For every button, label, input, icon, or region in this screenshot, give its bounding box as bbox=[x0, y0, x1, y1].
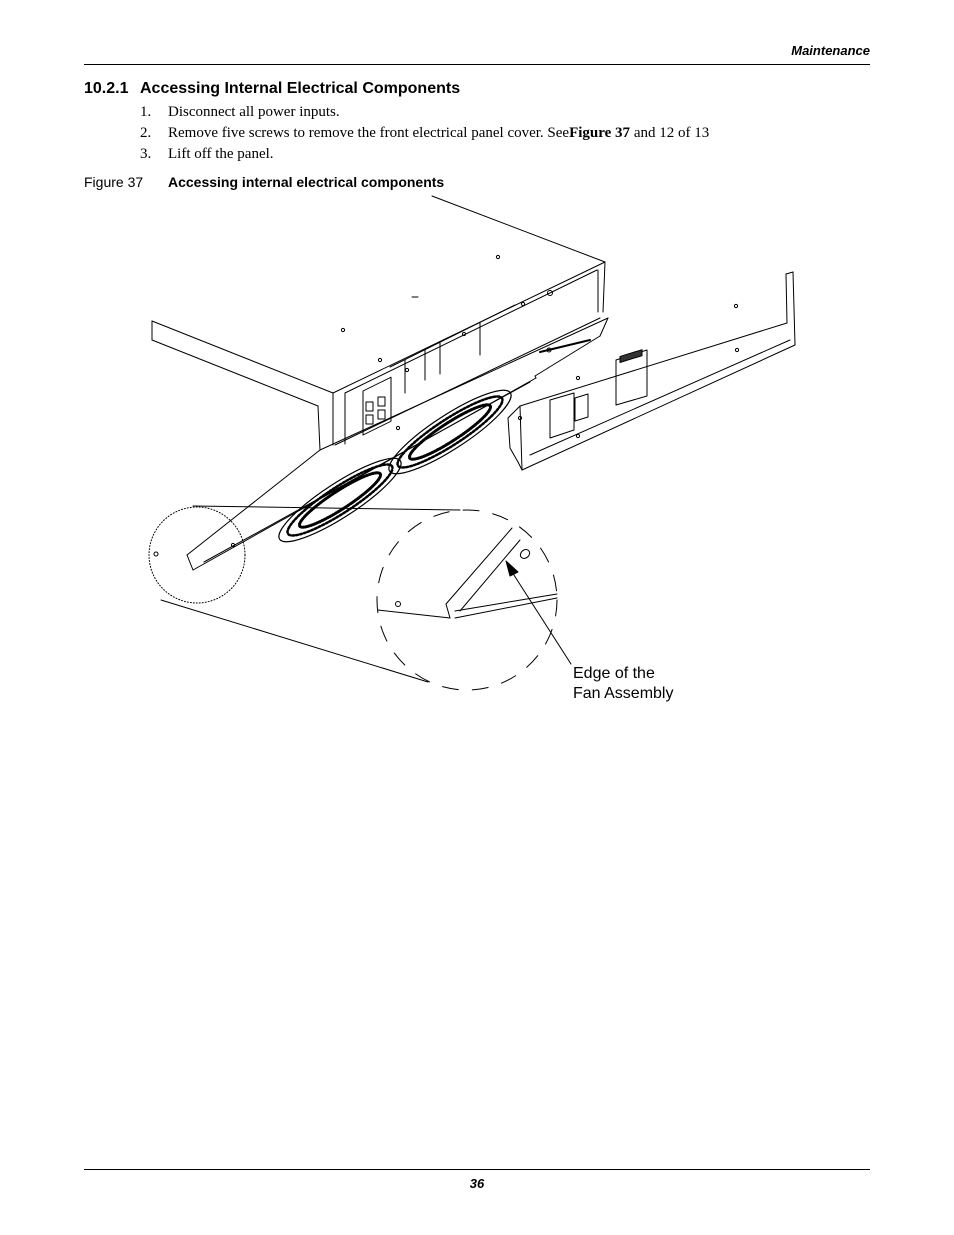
page-number: 36 bbox=[469, 1176, 485, 1191]
fan-assembly-callout: Edge of the Fan Assembly bbox=[573, 664, 673, 704]
electrical-components-illustration bbox=[148, 195, 796, 691]
footer-rule bbox=[84, 1169, 870, 1170]
step-number: 1. bbox=[140, 104, 152, 120]
step-text: Lift off the panel. bbox=[168, 146, 274, 162]
callout-leader-arrow bbox=[505, 560, 572, 665]
chassis-front-face bbox=[319, 261, 609, 451]
figure-label: Figure 37 bbox=[84, 174, 144, 190]
step-text: Disconnect all power inputs. bbox=[168, 104, 340, 120]
magnified-detail-circle bbox=[376, 509, 558, 691]
step-number: 3. bbox=[140, 146, 152, 162]
front-panel-cover bbox=[507, 271, 796, 471]
figure-reference-link[interactable]: Figure 37 bbox=[569, 125, 631, 141]
figure-caption: Figure 37 Accessing internal electrical c… bbox=[84, 174, 444, 190]
step-item: 3. Lift off the panel. bbox=[140, 144, 709, 165]
step-text: Remove five screws to remove the front e… bbox=[168, 125, 570, 141]
procedure-steps: 1. Disconnect all power inputs. 2. Remove … bbox=[140, 102, 709, 165]
header-rule bbox=[84, 64, 870, 65]
step-item: 1. Disconnect all power inputs. bbox=[140, 102, 709, 123]
section-title: Accessing Internal Electrical Components bbox=[140, 80, 461, 97]
section-number: 10.2.1 bbox=[84, 80, 129, 97]
magnifier-source-circle bbox=[148, 505, 461, 683]
step-item: 2. Remove five screws to remove the front… bbox=[140, 123, 709, 144]
step-number: 2. bbox=[140, 125, 152, 141]
callout-line-2: Fan Assembly bbox=[573, 685, 674, 702]
figure-title: Accessing internal electrical components bbox=[168, 174, 445, 190]
callout-line-1: Edge of the bbox=[573, 665, 655, 682]
fan-tray-assembly bbox=[186, 335, 601, 571]
step-text-tail: and 12 of 13 bbox=[630, 125, 710, 141]
running-header: Maintenance bbox=[791, 43, 870, 58]
section-heading: 10.2.1 Accessing Internal Electrical Comp… bbox=[84, 80, 460, 98]
